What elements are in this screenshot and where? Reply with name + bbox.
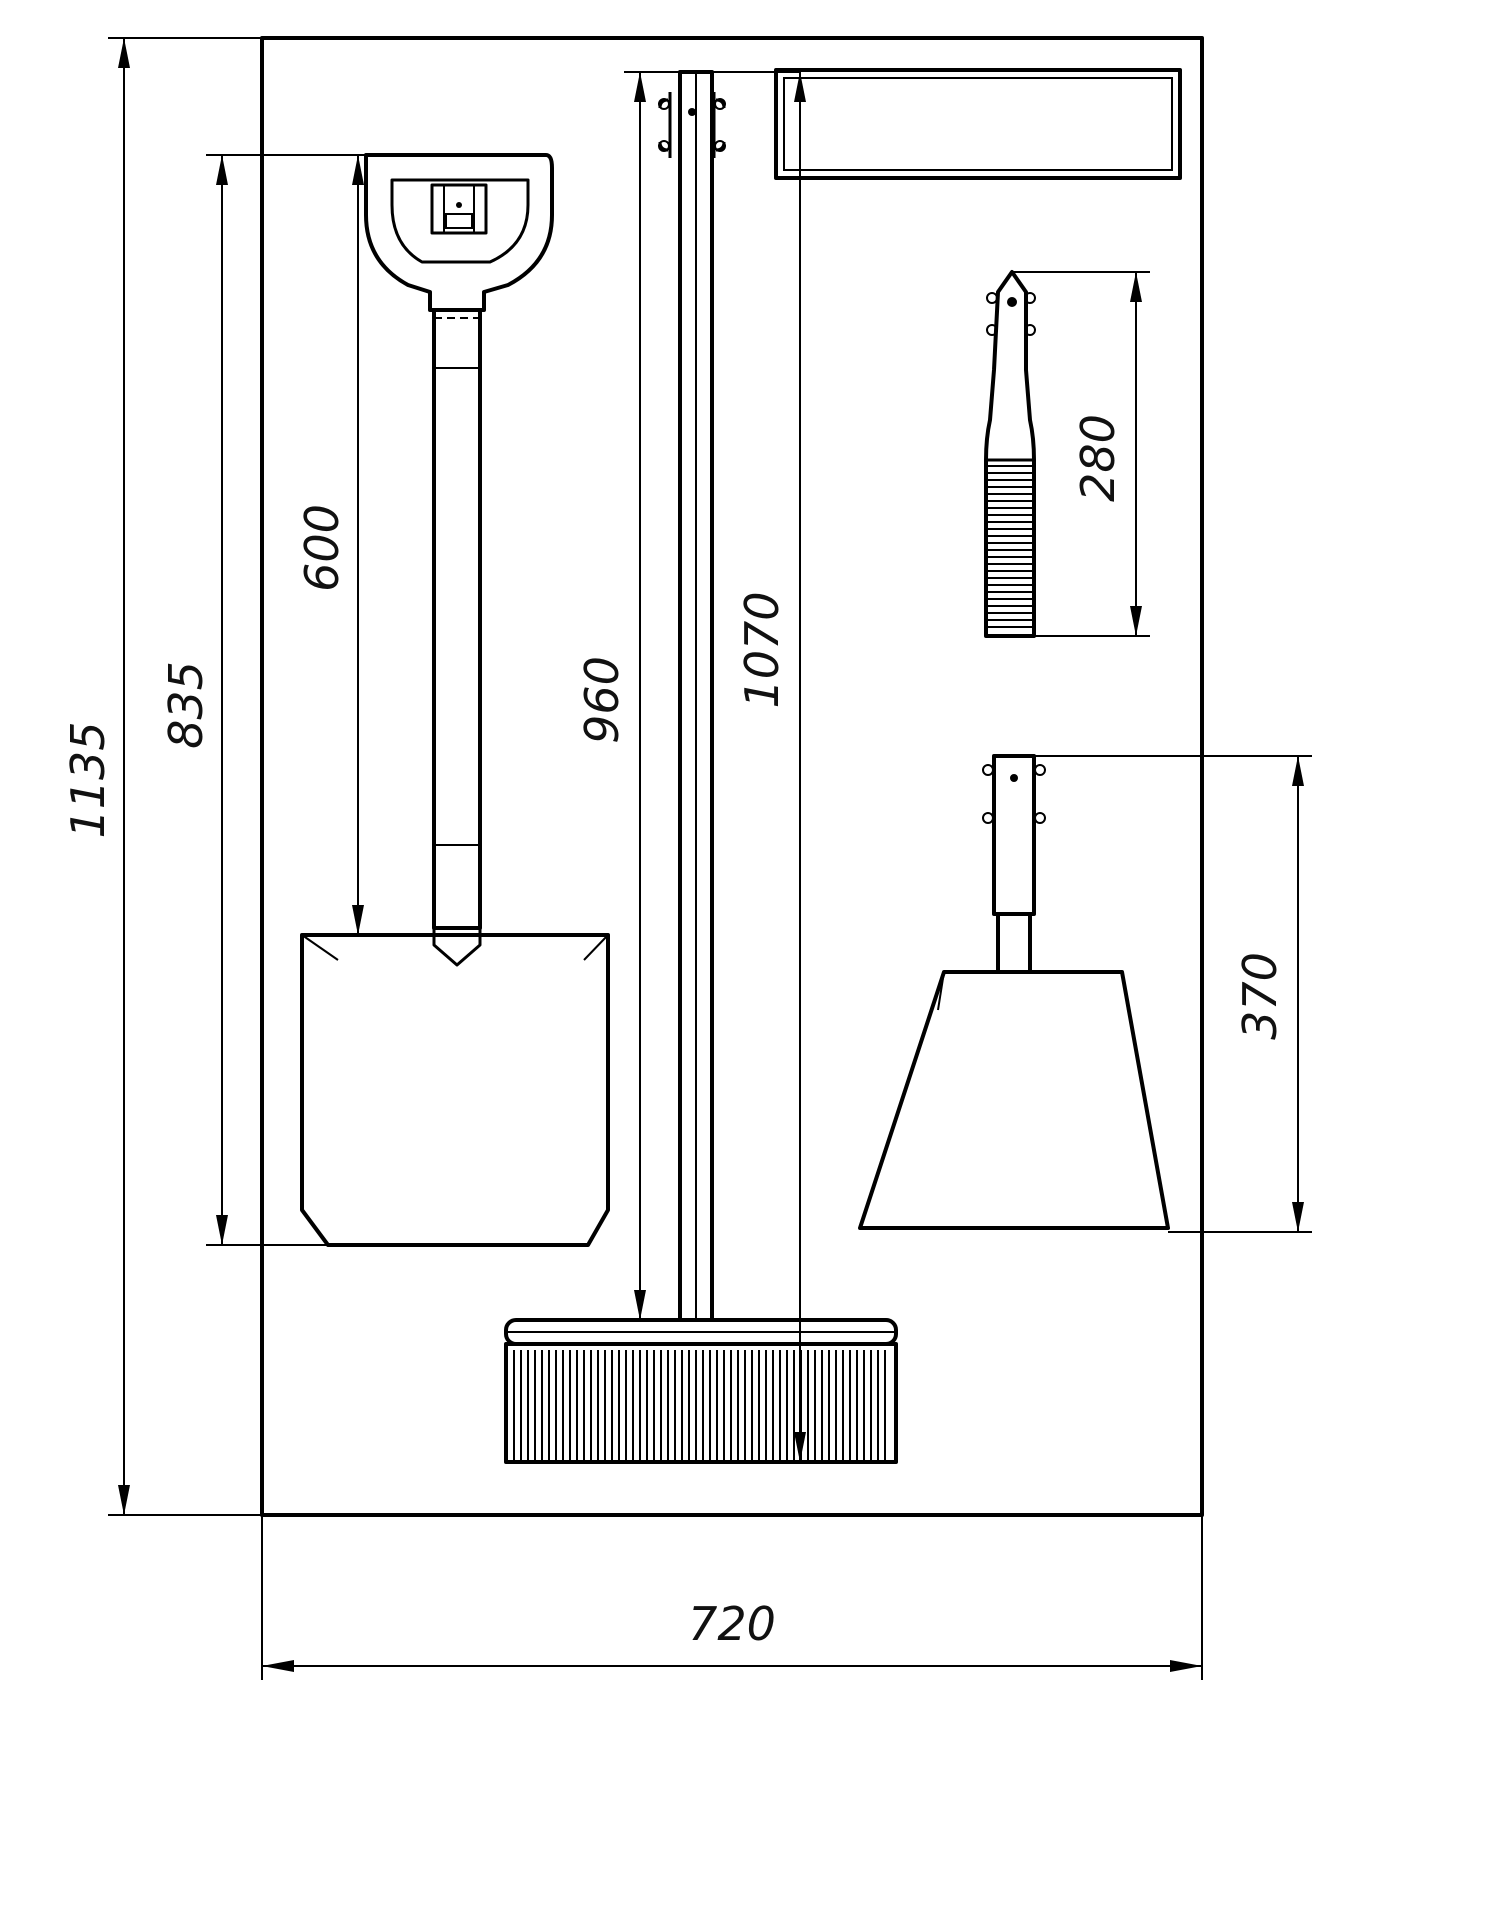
panel-board (260, 36, 1204, 1517)
dustpan (858, 754, 1170, 1230)
shovel (300, 153, 610, 1247)
dim-broom-total: 1070 (735, 591, 789, 708)
dim-shovel-total: 835 (159, 661, 213, 749)
shovel-grip-opening (390, 178, 530, 264)
dim-overall-height: 1135 (61, 721, 115, 838)
shovel-grip (364, 153, 554, 312)
dimensions: 1135 720 835 600 960 1070 (61, 37, 1312, 1680)
hand-brush-bristles (984, 458, 1036, 638)
shovel-grip-clamp (430, 183, 488, 235)
broom-bristles (513, 1350, 886, 1460)
shovel-blade (300, 933, 610, 1247)
broom-bristle-block (504, 1342, 898, 1464)
hand-brush (984, 270, 1036, 638)
dim-dustpan: 370 (1233, 952, 1287, 1040)
broom (504, 70, 898, 1464)
shovel-handle (432, 308, 482, 930)
dim-brush: 280 (1071, 414, 1125, 502)
dustpan-handle (996, 912, 1032, 974)
hand-brush-bristle-lines (988, 465, 1032, 628)
dim-broom-handle: 960 (575, 656, 629, 744)
dim-overall-width: 720 (688, 1597, 776, 1651)
dim-shovel-handle: 600 (295, 504, 349, 592)
sign-plate (774, 68, 1182, 180)
dustpan-body (858, 970, 1170, 1230)
